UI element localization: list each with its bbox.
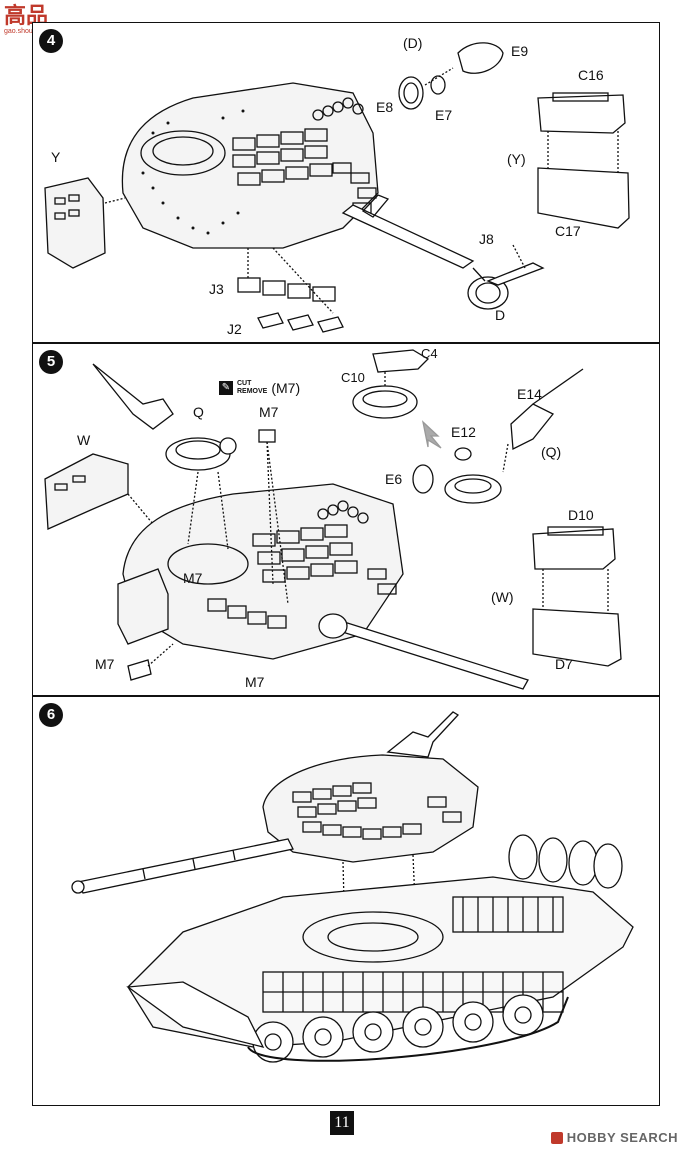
label-c10: C10 — [341, 370, 365, 385]
part-m7-loose — [127, 659, 152, 681]
main-gun — [77, 838, 294, 894]
part-e9 — [457, 42, 504, 74]
label-q-group: (Q) — [541, 444, 562, 460]
step-6-panel: 6 — [32, 696, 660, 1106]
label-y: Y — [51, 149, 61, 165]
engine-deck-grille — [452, 896, 564, 933]
brand-logo-icon — [550, 1131, 563, 1144]
part-j3 — [237, 277, 336, 302]
part-c16 — [537, 94, 626, 134]
label-w: W — [77, 432, 91, 448]
step-4-panel: 4 — [32, 22, 660, 343]
label-m7-note: (M7) — [271, 380, 301, 396]
part-e8 — [398, 76, 424, 110]
label-j8: J8 — [479, 231, 494, 247]
era-block-rows — [232, 128, 377, 214]
label-j3: J3 — [209, 281, 224, 297]
commander-hatch-inner — [152, 136, 214, 166]
step-4-drawing — [44, 42, 630, 333]
part-e6 — [412, 464, 434, 494]
rivets — [141, 109, 245, 235]
label-m7-a: M7 — [259, 404, 279, 420]
label-e9: E9 — [511, 43, 529, 59]
page-number: 11 — [330, 1111, 354, 1135]
watermark-logo: 高品 gao.shou.com — [4, 4, 74, 40]
label-y-group: (Y) — [507, 151, 526, 167]
label-c17: C17 — [555, 223, 581, 239]
label-d-group: (D) — [403, 35, 423, 51]
part-c4 — [372, 349, 430, 373]
part-c17 — [537, 167, 630, 229]
part-m7-block — [258, 429, 276, 443]
assembly-arrow — [421, 420, 442, 449]
label-e7: E7 — [435, 107, 453, 123]
knife-icon: ✎ — [219, 381, 233, 395]
part-j2 — [257, 312, 344, 333]
label-d: D — [495, 307, 506, 323]
label-e12: E12 — [451, 424, 476, 440]
step-number: 4 — [39, 29, 63, 53]
label-m7-d: M7 — [245, 674, 265, 690]
label-c16: C16 — [578, 67, 604, 83]
watermark-url: gao.shou.com — [4, 28, 48, 35]
era-block-rows — [207, 524, 397, 629]
label-e14: E14 — [517, 386, 542, 402]
label-q: Q — [193, 404, 204, 420]
smoke-launchers — [312, 97, 364, 121]
step-6-drawing — [71, 711, 634, 1063]
track — [247, 996, 569, 1062]
part-d10 — [532, 528, 616, 570]
front-glacis — [126, 981, 265, 1048]
step-5-panel: 5 — [32, 343, 660, 696]
part-y-box — [44, 177, 106, 269]
part-e7 — [430, 75, 446, 95]
label-d7: D7 — [555, 656, 573, 672]
step-number: 5 — [39, 350, 63, 374]
turret-era-blocks — [292, 782, 462, 840]
step-number: 6 — [39, 703, 63, 727]
remove-text: REMOVE — [237, 388, 268, 395]
part-e12 — [454, 447, 472, 461]
label-m7-b: M7 — [183, 570, 203, 586]
gun-barrel — [332, 619, 529, 690]
label-c4: C4 — [421, 346, 438, 361]
smoke-launchers — [317, 500, 369, 524]
label-e8: E8 — [376, 99, 394, 115]
part-d7 — [532, 608, 622, 667]
label-j2: J2 — [227, 321, 242, 337]
label-w-group: (W) — [491, 589, 514, 605]
commander-hatch-ring — [140, 130, 226, 176]
step-5-drawing — [44, 349, 622, 690]
turret-body — [121, 82, 379, 249]
cut-remove-note: ✎ CUT REMOVE (M7) — [219, 380, 300, 396]
commander-hatch-ring — [167, 543, 249, 585]
label-d10: D10 — [568, 507, 594, 523]
part-j8 — [486, 262, 545, 286]
turret-mg — [386, 711, 460, 758]
fuel-drums — [508, 834, 623, 889]
cut-text: CUT — [237, 380, 252, 387]
mg-barrel — [92, 363, 174, 430]
turret-ring — [302, 911, 444, 963]
gun-barrel — [341, 204, 475, 269]
road-wheels — [252, 994, 544, 1063]
part-w-box — [44, 453, 129, 530]
footer-brand: HOBBY SEARCH — [566, 1130, 678, 1145]
label-e6: E6 — [385, 471, 403, 487]
label-m7-c: M7 — [95, 656, 115, 672]
footer-watermark: HOBBY SEARCH — [550, 1130, 678, 1145]
